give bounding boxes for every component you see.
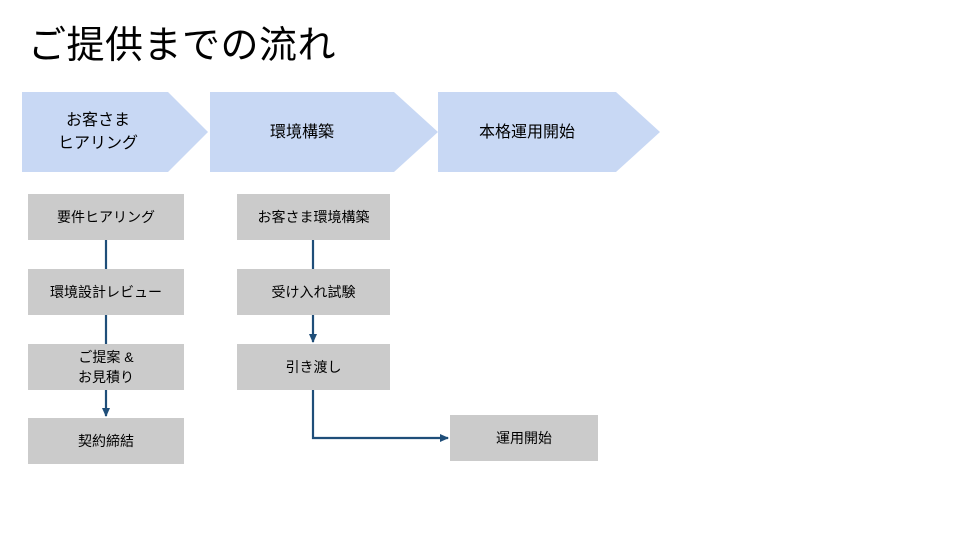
process-box-environment-design-review[interactable]: 環境設計レビュー xyxy=(28,269,184,315)
phase-chevron-label: お客さま ヒアリング xyxy=(57,112,138,152)
process-box-label: ご提案 & お見積り xyxy=(78,349,134,385)
process-box-label: 契約締結 xyxy=(78,433,134,449)
process-box-label: 運用開始 xyxy=(496,430,552,446)
connector-b3-to-c1 xyxy=(311,390,449,442)
process-box-requirement-hearing[interactable]: 要件ヒアリング xyxy=(28,194,184,240)
process-box-proposal-and-quotation[interactable]: ご提案 & お見積り xyxy=(28,344,184,390)
process-box-label: 受け入れ試験 xyxy=(271,284,356,300)
page-title: ご提供までの流れ xyxy=(28,25,337,67)
process-box-label: 要件ヒアリング xyxy=(57,209,155,225)
phase-chevron-full-operation[interactable]: 本格運用開始 xyxy=(438,92,660,172)
process-box-contract-conclusion[interactable]: 契約締結 xyxy=(28,418,184,464)
process-box-operation-start[interactable]: 運用開始 xyxy=(450,415,598,461)
process-box-customer-environment-build[interactable]: お客さま環境構築 xyxy=(237,194,390,240)
phase-chevron-customer-hearing[interactable]: お客さま ヒアリング xyxy=(22,92,208,172)
process-box-label: お客さま環境構築 xyxy=(257,209,370,225)
phase-chevron-environment-build[interactable]: 環境構築 xyxy=(210,92,438,172)
process-box-label: 環境設計レビュー xyxy=(50,284,162,300)
phase-chevron-label: 本格運用開始 xyxy=(478,123,575,141)
phase-chevron-label: 環境構築 xyxy=(269,123,334,141)
process-box-handover[interactable]: 引き渡し xyxy=(237,344,390,390)
process-box-label: 引き渡し xyxy=(285,359,342,375)
process-box-acceptance-test[interactable]: 受け入れ試験 xyxy=(237,269,390,315)
